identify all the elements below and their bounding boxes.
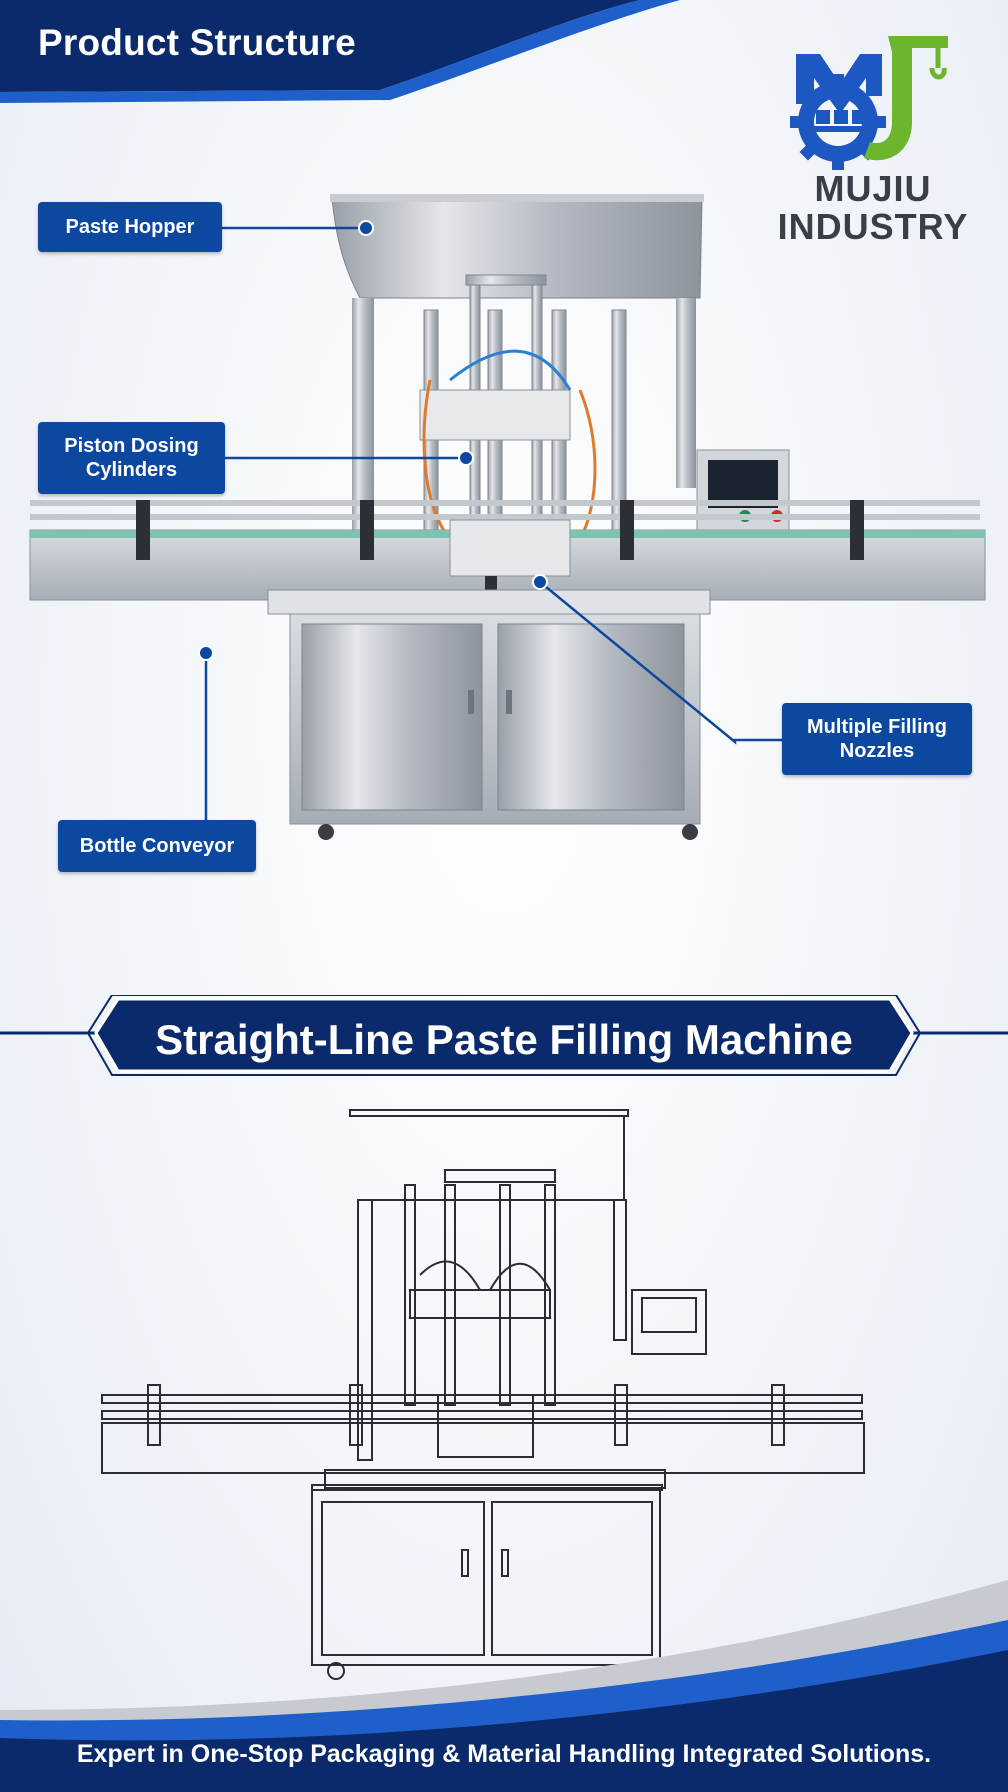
paste-hopper-dot — [358, 220, 374, 236]
machine-name-title: Straight-Line Paste Filling Machine — [155, 1016, 853, 1063]
piston-dot — [458, 450, 474, 466]
company-name-line2: INDUSTRY — [777, 206, 969, 247]
callout-bottle-conveyor: Bottle Conveyor — [58, 820, 256, 872]
callout-multiple-filling-nozzles: Multiple Filling Nozzles — [782, 703, 972, 775]
callout-leaders — [198, 220, 785, 820]
callout-piston-line2: Cylinders — [85, 459, 178, 481]
company-name: MUJIU INDUSTRY — [760, 170, 986, 246]
company-name-line1: MUJIU — [814, 168, 932, 209]
conveyor-dot — [198, 645, 214, 661]
title-band — [0, 995, 1008, 1076]
machine-photo-illustration — [29, 194, 986, 840]
nozzle-dot — [532, 574, 548, 590]
callout-nozzles-line2: Nozzles — [839, 740, 915, 762]
callout-paste-hopper: Paste Hopper — [38, 202, 222, 252]
mujiu-logo-icon — [790, 36, 948, 170]
callout-bottle-conveyor-label: Bottle Conveyor — [79, 835, 235, 857]
callout-piston-dosing-cylinders: Piston Dosing Cylinders — [38, 422, 225, 494]
callout-paste-hopper-label: Paste Hopper — [65, 216, 195, 238]
page-title: Product Structure — [38, 22, 356, 63]
header-banner — [0, 0, 680, 103]
callout-nozzles-line1: Multiple Filling — [807, 716, 947, 738]
callout-piston-line1: Piston Dosing — [64, 435, 199, 457]
footer-band — [0, 1580, 1008, 1792]
footer-tagline: Expert in One-Stop Packaging & Material … — [76, 1740, 932, 1768]
